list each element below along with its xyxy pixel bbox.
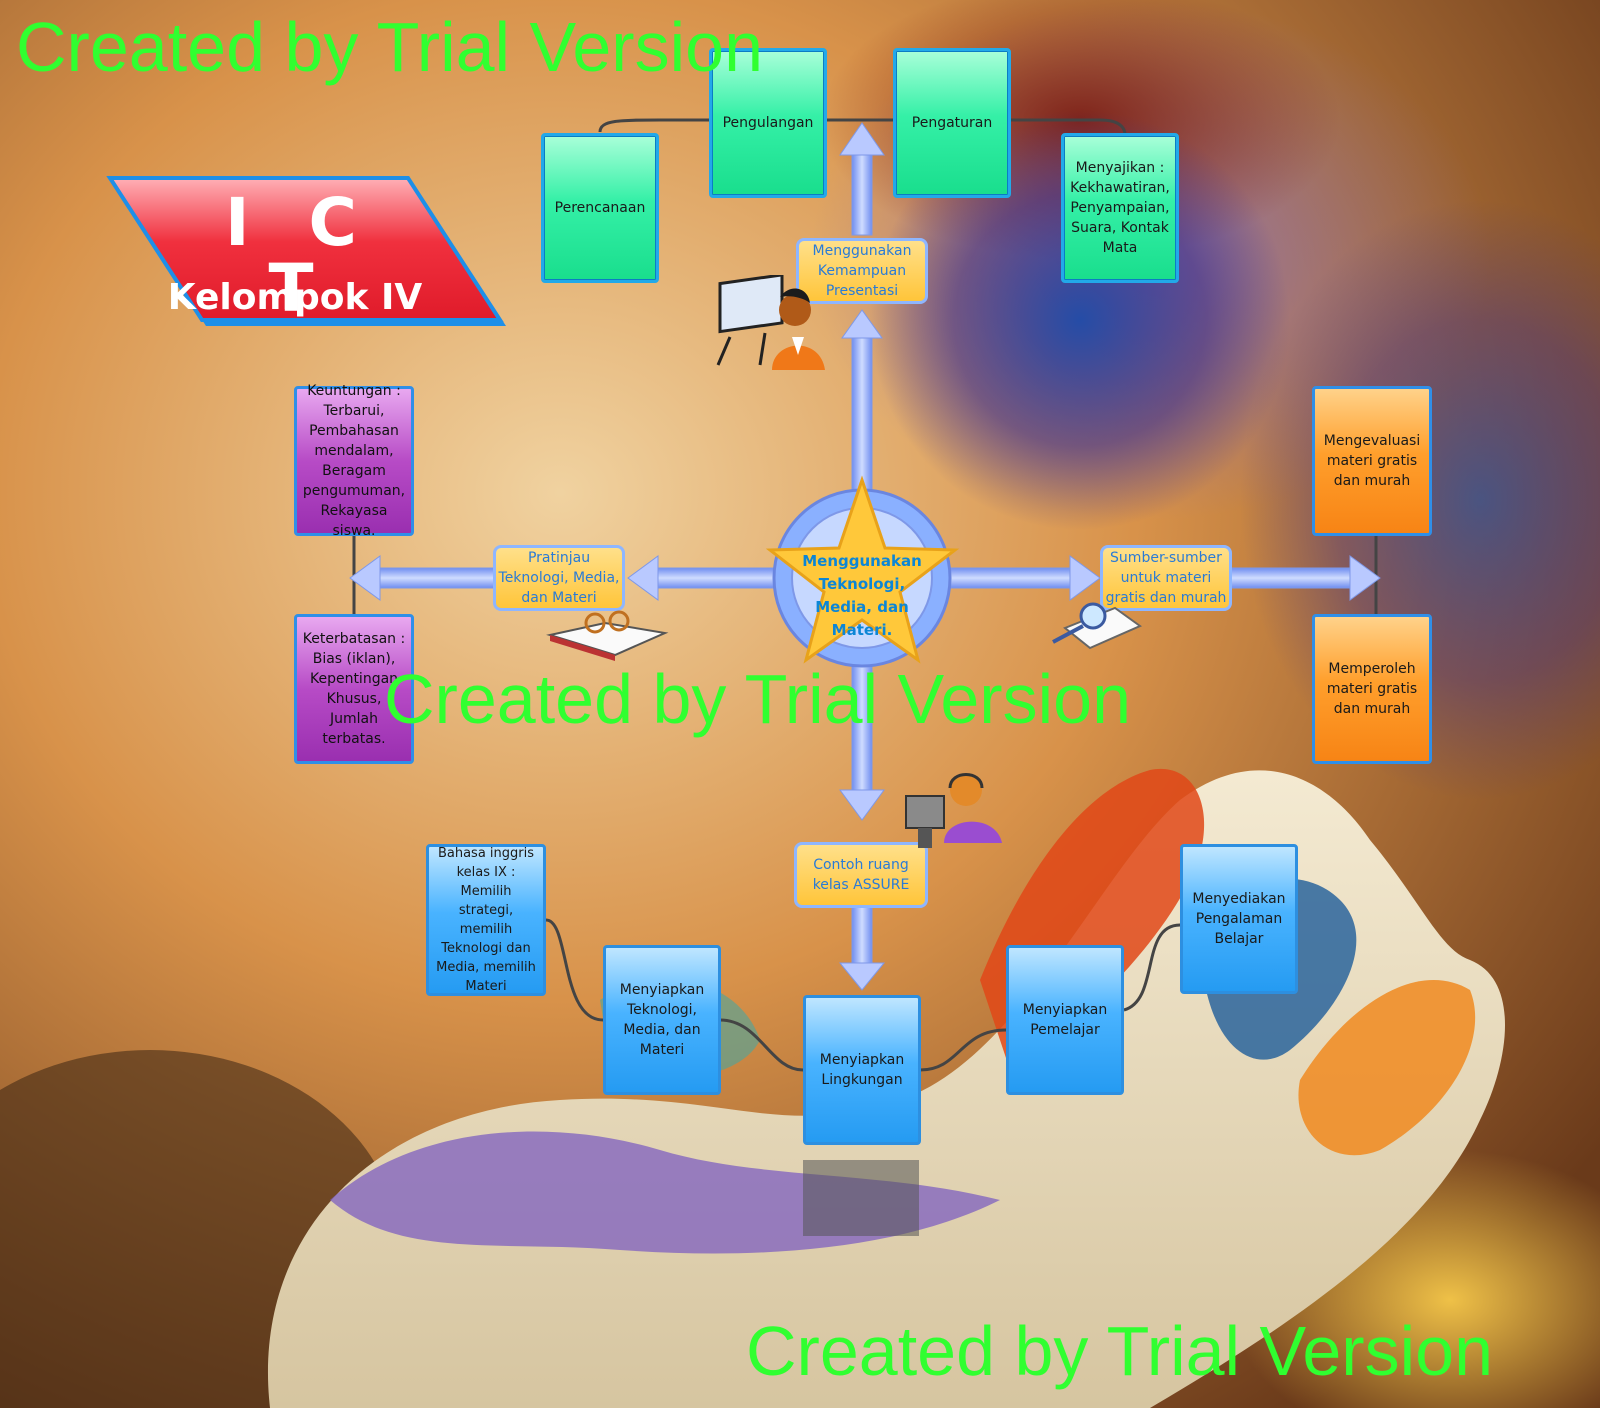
shadow-rect xyxy=(803,1160,919,1236)
node-menyiapkan-lingkungan: Menyiapkan Lingkungan xyxy=(803,995,921,1145)
node-menyiapkan-pemelajar: Menyiapkan Pemelajar xyxy=(1006,945,1124,1095)
badge-title: I C T xyxy=(225,184,375,327)
teacher-icon xyxy=(716,275,825,370)
node-keuntungan: Keuntungan : Terbarui, Pembahasan mendal… xyxy=(294,383,414,539)
center-star xyxy=(765,475,960,664)
ict-badge xyxy=(106,176,506,326)
node-bahasa-inggris: Bahasa inggris kelas IX : Memilih strate… xyxy=(426,844,546,996)
center-label: Menggunakan Teknologi, Media, dan Materi… xyxy=(802,552,922,639)
watermark-bottom: Created by Trial Version xyxy=(746,1312,1494,1390)
node-menyiapkan-teknologi: Menyiapkan Teknologi, Media, dan Materi xyxy=(603,945,721,1095)
watermark-top: Created by Trial Version xyxy=(16,8,764,86)
node-memperoleh: Memperoleh materi gratis dan murah xyxy=(1312,614,1432,764)
node-perencanaan: Perencanaan xyxy=(541,133,659,283)
operator-icon xyxy=(905,773,1002,848)
node-menyajikan: Menyajikan : Kekhawatiran, Penyampaian, … xyxy=(1061,133,1179,283)
node-pengulangan: Pengulangan xyxy=(709,48,827,198)
book-icon xyxy=(546,610,669,661)
node-pengaturan: Pengaturan xyxy=(893,48,1011,198)
label-presentasi: Menggunakan Kemampuan Presentasi xyxy=(796,238,928,304)
label-pratinjau: Pratinjau Teknologi, Media, dan Materi xyxy=(493,545,625,611)
badge-subtitle: Kelompok IV xyxy=(167,277,423,318)
node-mengevaluasi: Mengevaluasi materi gratis dan murah xyxy=(1312,386,1432,536)
label-assure: Contoh ruang kelas ASSURE xyxy=(794,842,928,908)
magnifier-icon xyxy=(1052,602,1143,650)
watermark-middle: Created by Trial Version xyxy=(384,660,1132,738)
label-sumber: Sumber-sumber untuk materi gratis dan mu… xyxy=(1100,545,1232,611)
node-menyediakan-pengalaman: Menyediakan Pengalaman Belajar xyxy=(1180,844,1298,994)
node-keterbatasan: Keterbatasan : Bias (iklan), Kepentingan… xyxy=(294,614,414,764)
